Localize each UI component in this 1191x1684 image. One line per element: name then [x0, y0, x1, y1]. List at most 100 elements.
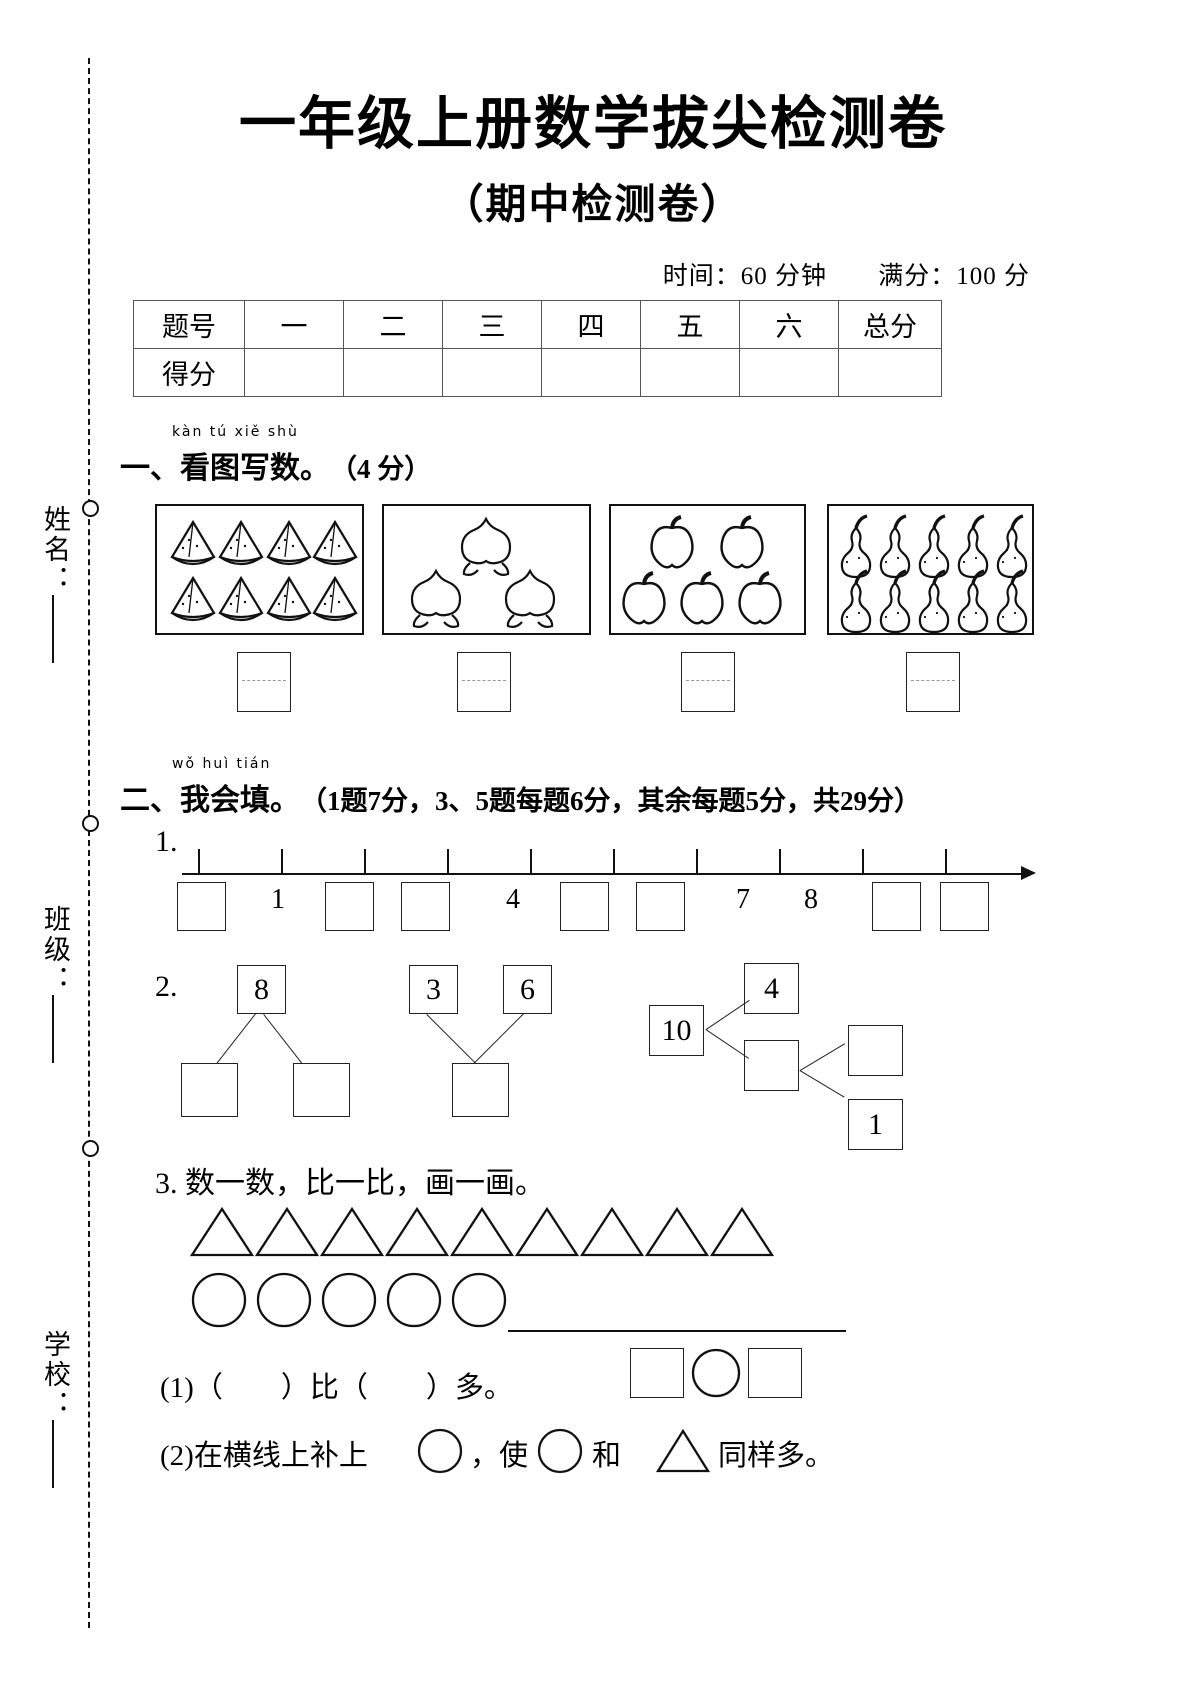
- binding-dashed-line: [88, 58, 90, 1628]
- col-total: 总分: [838, 300, 942, 349]
- q2a-right-box[interactable]: [293, 1063, 350, 1117]
- col-4: 四: [541, 300, 641, 349]
- q3-sub2-text-b: ，使: [470, 1440, 529, 1472]
- q3-sub1-square-left[interactable]: [630, 1348, 684, 1398]
- col-1: 一: [244, 300, 344, 349]
- q2b-right-branch: [470, 1013, 524, 1067]
- section-1-pinyin: kàn tú xiě shù: [172, 424, 299, 440]
- page-title: 一年级上册数学拔尖检测卷: [239, 90, 947, 157]
- q3-sub2-text-c: 和: [592, 1440, 622, 1472]
- q2a-left-box[interactable]: [181, 1063, 238, 1117]
- picture-box-zongzi: [155, 504, 364, 635]
- q3-label: 3. 数一数，比一比，画一画。: [155, 1158, 545, 1202]
- q1-blank-box[interactable]: [325, 882, 374, 931]
- q3-number: 3.: [155, 1167, 178, 1200]
- pear-group-icon: [840, 514, 1028, 634]
- q2b-whole-box[interactable]: [452, 1063, 509, 1117]
- score-cell-2[interactable]: [343, 348, 443, 397]
- q2b-left-branch: [426, 1014, 480, 1068]
- q2c-upper-box: 4: [744, 963, 799, 1014]
- score-cell-6[interactable]: [739, 348, 839, 397]
- q2c-lower-box[interactable]: [744, 1040, 799, 1091]
- class-write-line[interactable]: [52, 995, 54, 1063]
- school-label: 学校：: [40, 1330, 70, 1420]
- col-6: 六: [739, 300, 839, 349]
- apple-group-icon: [622, 515, 782, 625]
- q3-sub1-circle-icon[interactable]: [691, 1348, 741, 1398]
- q2c-branch-upper-box[interactable]: [848, 1025, 903, 1076]
- q2c-upper-branch: [706, 999, 750, 1030]
- q3-sub2-text-d: 同样多。: [718, 1440, 835, 1472]
- q1-value: 1: [271, 884, 285, 915]
- score-table: 题号 一 二 三 四 五 六 总分 得分: [133, 300, 942, 397]
- q1-tick: [613, 849, 615, 874]
- q1-blank-box[interactable]: [636, 882, 685, 931]
- q1-tick: [862, 849, 864, 874]
- q1-tick: [364, 849, 366, 874]
- picture-box-apple: [609, 504, 806, 635]
- q1-label: 1.: [155, 825, 178, 858]
- binding-strip: 姓名： 班级： 学校：: [0, 0, 118, 1684]
- peach-group-icon: [410, 516, 556, 628]
- score-cell-4[interactable]: [541, 348, 641, 397]
- q2-label: 2.: [155, 970, 178, 1003]
- q2c-branch-lower-box: 1: [848, 1099, 903, 1150]
- q3-circles-row: [191, 1272, 507, 1328]
- q3-sub1-square-right[interactable]: [748, 1348, 802, 1398]
- school-write-line[interactable]: [52, 1420, 54, 1488]
- answer-box-peach[interactable]: [457, 652, 511, 712]
- q1-tick: [530, 849, 532, 874]
- answer-box-zongzi[interactable]: [237, 652, 291, 712]
- time-limit: 时间：60 分钟: [662, 263, 827, 290]
- section-2-number: 二、: [120, 784, 180, 817]
- q1-blank-box[interactable]: [872, 882, 921, 931]
- q1-blank-box[interactable]: [177, 882, 226, 931]
- score-cell-1[interactable]: [244, 348, 344, 397]
- q1-tick: [198, 849, 200, 874]
- q1-blank-box[interactable]: [560, 882, 609, 931]
- q1-tick: [696, 849, 698, 874]
- q1-tick: [281, 849, 283, 874]
- q1-tick: [779, 849, 781, 874]
- col-3: 三: [442, 300, 542, 349]
- picture-box-pear: [827, 504, 1034, 635]
- q1-value: 8: [804, 884, 818, 915]
- q1-number-line-arrow: [1021, 866, 1036, 880]
- q1-blank-box[interactable]: [401, 882, 450, 931]
- picture-box-peach: [382, 504, 591, 635]
- q1-number-line: [182, 873, 1022, 875]
- q3-sub2-circle-icon-2: [537, 1428, 583, 1474]
- q2c-whole-box: 10: [649, 1005, 704, 1056]
- q3-sub1-text: (1)（ ）比（ ）多。: [160, 1372, 513, 1404]
- answer-box-pear[interactable]: [906, 652, 960, 712]
- answer-box-apple[interactable]: [681, 652, 735, 712]
- section-1-heading: kàn tú xiě shù 一、看图写数。（4 分）: [120, 424, 431, 487]
- q3-sub2-triangle-icon: [655, 1428, 711, 1473]
- q3-draw-line[interactable]: [508, 1330, 846, 1332]
- col-2: 二: [343, 300, 443, 349]
- q2c-sub-upper-branch: [800, 1043, 846, 1071]
- score-cell-total[interactable]: [838, 348, 942, 397]
- table-row-scores: 得分: [133, 348, 942, 397]
- table-row-headers: 题号 一 二 三 四 五 六 总分: [133, 300, 942, 349]
- q2a-whole-box: 8: [237, 965, 286, 1014]
- score-cell-3[interactable]: [442, 348, 542, 397]
- section-2-points: （1题7分，3、5题每题6分，其余每题5分，共29分）: [300, 786, 921, 816]
- section-1-number: 一、: [120, 452, 180, 485]
- q3-triangles-row: [189, 1206, 775, 1257]
- q1-value: 7: [736, 884, 750, 915]
- q2b-part-right-box: 6: [503, 965, 552, 1014]
- punch-hole: [82, 500, 99, 517]
- punch-hole: [82, 815, 99, 832]
- score-cell-5[interactable]: [640, 348, 740, 397]
- q1-blank-box[interactable]: [940, 882, 989, 931]
- q2c-sub-lower-branch: [799, 1070, 845, 1098]
- q3-text: 数一数，比一比，画一画。: [185, 1167, 545, 1200]
- exam-meta: 时间：60 分钟 满分：100 分: [118, 256, 1030, 292]
- section-2-pinyin: wǒ huì tián: [172, 756, 272, 772]
- q3-sub2-text-a: (2)在横线上补上: [160, 1440, 368, 1472]
- section-2-heading: wǒ huì tián 二、我会填。（1题7分，3、5题每题6分，其余每题5分，…: [120, 756, 921, 819]
- q2c-lower-branch: [705, 1029, 750, 1059]
- section-2-title: 我会填。: [180, 784, 300, 817]
- name-write-line[interactable]: [52, 595, 54, 663]
